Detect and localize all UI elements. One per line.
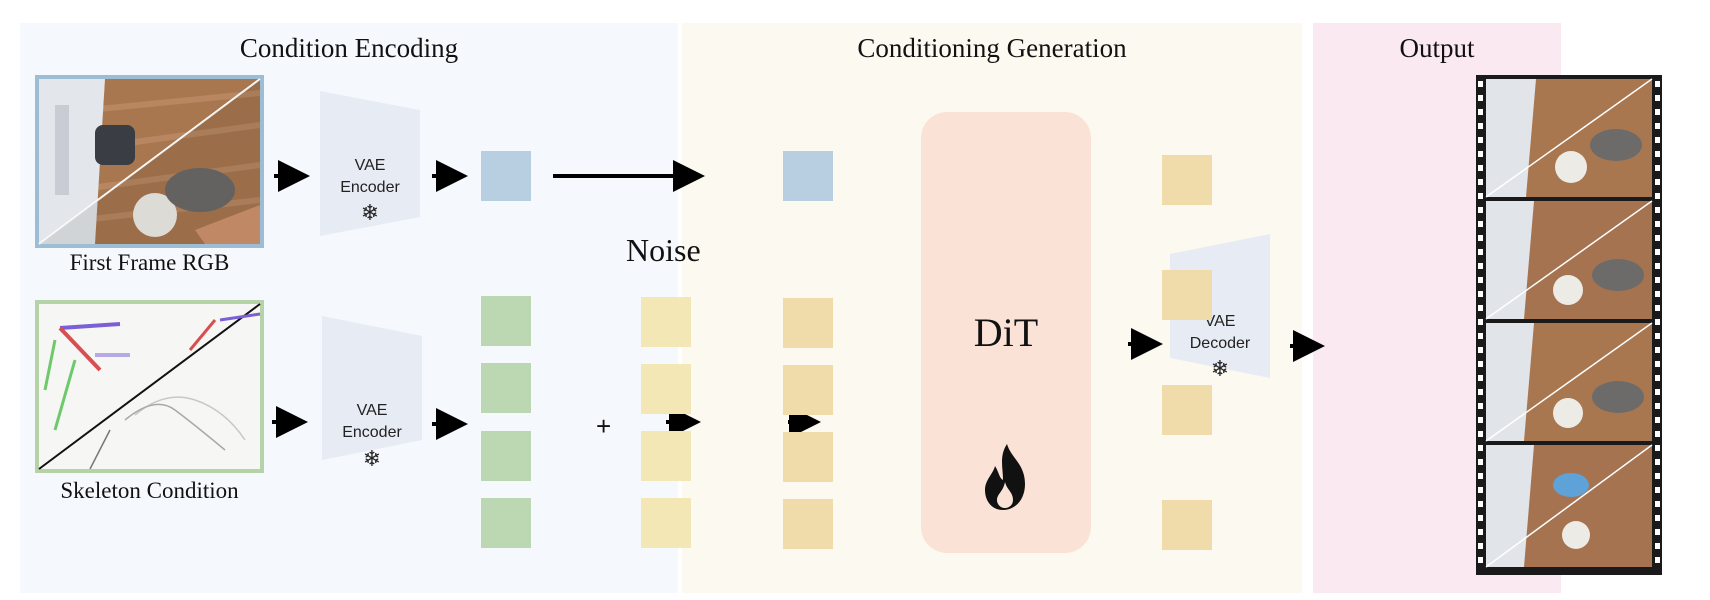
first-frame-rgb-image <box>35 75 264 248</box>
condition-encoding-title: Condition Encoding <box>239 33 459 63</box>
generated-latent-token <box>1162 270 1212 320</box>
vae-encoder-top-line1: VAE <box>354 157 386 174</box>
noisy-latent-token <box>783 499 833 549</box>
noisy-latent-token <box>783 298 833 348</box>
flame-icon <box>979 442 1035 512</box>
generated-latent-token <box>1162 500 1212 550</box>
noisy-latent-token <box>783 432 833 482</box>
noise-token <box>641 297 691 347</box>
vae-encoder-bottom-line2: Encoder <box>342 424 402 441</box>
output-title: Output <box>1399 33 1475 63</box>
output-video-filmstrip <box>1476 75 1662 575</box>
dit-block: DiT <box>921 112 1091 553</box>
noisy-latent-token <box>783 365 833 415</box>
noise-token <box>641 431 691 481</box>
generated-latent-token <box>1162 385 1212 435</box>
snowflake-icon: ❄ <box>362 447 382 472</box>
skeleton-condition-caption: Skeleton Condition <box>60 478 239 503</box>
first-frame-rgb-caption: First Frame RGB <box>69 250 230 275</box>
vae-encoder-top: VAE Encoder <box>320 155 420 199</box>
vae-encoder-top-line2: Encoder <box>340 179 400 196</box>
skeleton-condition-image <box>35 300 264 473</box>
plus-sign: + <box>596 411 612 441</box>
rgb-condition-token <box>783 151 833 201</box>
vae-decoder-line1: VAE <box>1204 313 1236 330</box>
skeleton-latent-token <box>481 498 531 548</box>
conditioning-generation-title: Conditioning Generation <box>857 33 1127 63</box>
vae-decoder-line2: Decoder <box>1189 335 1251 352</box>
dit-label: DiT <box>973 310 1039 355</box>
noise-label: Noise <box>626 232 701 268</box>
noise-token <box>641 498 691 548</box>
snowflake-icon: ❄ <box>1210 357 1230 382</box>
skeleton-latent-token <box>481 363 531 413</box>
generated-latent-token <box>1162 155 1212 205</box>
noise-token <box>641 364 691 414</box>
vae-encoder-bottom-line1: VAE <box>356 402 388 419</box>
rgb-latent-token <box>481 151 531 201</box>
vae-encoder-top-shape <box>320 91 420 236</box>
vae-decoder: VAE Decoder <box>1170 311 1270 355</box>
vae-encoder-bottom: VAE Encoder <box>322 400 422 444</box>
skeleton-latent-token <box>481 296 531 346</box>
vae-encoder-bottom-shape <box>322 316 422 460</box>
snowflake-icon: ❄ <box>360 201 380 226</box>
skeleton-latent-token <box>481 431 531 481</box>
